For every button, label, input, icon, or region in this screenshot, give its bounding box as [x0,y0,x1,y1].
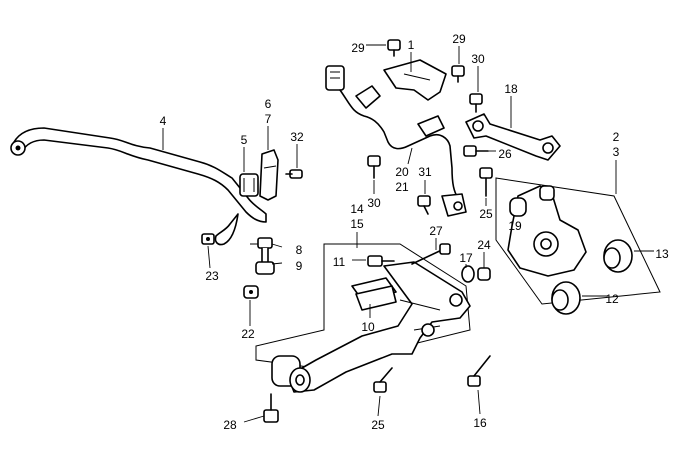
stabilizer-bushing [239,173,259,197]
callout-c17: 17 [459,251,473,265]
damper-pinch-plate [351,277,397,311]
bushing-12 [551,281,581,315]
callout-c25a: 25 [479,207,493,221]
callout-c31: 31 [418,165,432,179]
bolt-27 [411,243,451,265]
callout-c13: 13 [655,247,669,261]
callout-labels: 1234567891011121314151617181920212223242… [160,32,669,432]
leader-line-c16 [477,389,481,415]
bolt-32 [285,169,303,179]
callout-c23: 23 [205,269,219,283]
callout-c21: 21 [395,180,409,194]
stabilizer-link [250,237,275,275]
leader-line-c28 [243,415,265,423]
bushing-19 [509,197,527,217]
leader-line-c8 [271,243,283,248]
callout-c14: 14 [350,202,364,216]
callout-c7: 7 [265,112,272,126]
callout-c5: 5 [241,133,248,147]
bolt-28 [263,393,279,423]
abs-sensor-harness [339,85,467,217]
callout-c2: 2 [613,130,620,144]
abs-sensor-bracket [383,59,447,101]
stabilizer-bar [10,127,267,246]
callout-c29b: 29 [452,32,466,46]
washer-17 [461,265,475,283]
bolt-29-right [451,65,465,83]
callout-c16: 16 [473,416,487,430]
knuckle-box [495,177,661,305]
leader-line-c25b [377,395,381,417]
callout-c29a: 29 [351,41,365,55]
bolt-26 [463,145,489,157]
callout-c8: 8 [296,243,303,257]
leader-line-c20 [407,147,413,165]
callout-c30b: 30 [367,196,381,210]
bolt-29-left [387,39,401,57]
callout-c6: 6 [265,97,272,111]
callout-c24: 24 [477,238,491,252]
callout-c12: 12 [605,292,619,306]
callout-c3: 3 [613,145,620,159]
leader-line-c9 [271,262,283,265]
callout-c10: 10 [361,320,375,334]
callout-c27: 27 [429,224,443,238]
bolt-30-upper [469,93,483,113]
rear-knuckle [507,185,587,277]
leader-line-c23 [207,245,211,269]
callout-c4: 4 [160,114,167,128]
stabilizer-holder [259,149,279,201]
bolt-11 [367,255,395,267]
callout-c22: 22 [241,327,255,341]
callout-c15: 15 [350,217,364,231]
callout-c19: 19 [508,219,522,233]
bolt-31 [417,195,431,215]
callout-c9: 9 [296,259,303,273]
bolt-25-upper [479,167,493,197]
callout-c11: 11 [333,255,346,269]
callout-c18: 18 [504,82,518,96]
bolt-25-lower [373,367,393,393]
callout-c1: 1 [408,38,415,52]
callout-c28: 28 [223,418,237,432]
bushing-13 [603,239,633,273]
upper-arm [465,113,561,161]
lower-arm [287,261,471,393]
bolt-16 [467,355,491,387]
callout-c26: 26 [498,147,512,161]
nut-22 [243,285,259,299]
callout-c32: 32 [290,130,304,144]
nut-24 [477,267,491,281]
bolt-30-lower [367,155,381,179]
abs-connector [325,65,345,91]
callout-c30a: 30 [471,52,485,66]
callout-c20: 20 [395,165,409,179]
nut-23 [201,233,215,245]
callout-c25b: 25 [371,418,385,432]
lower-arm-bushing [271,355,311,393]
